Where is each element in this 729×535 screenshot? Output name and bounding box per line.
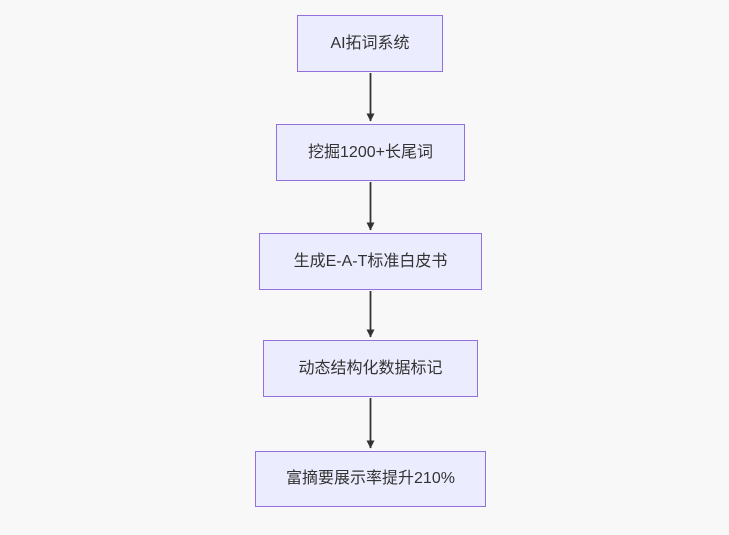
flow-node-rich-snippet-result: 富摘要展示率提升210% [255,451,486,507]
flow-node-longtail-mining: 挖掘1200+长尾词 [276,124,465,181]
node-label: 生成E-A-T标准白皮书 [293,252,448,270]
flow-node-ai-expansion-system: AI拓词系统 [297,15,443,72]
node-label: AI拓词系统 [330,34,410,52]
flow-node-eat-whitepaper: 生成E-A-T标准白皮书 [259,233,482,290]
node-label: 动态结构化数据标记 [298,359,443,377]
node-label: 挖掘1200+长尾词 [308,143,433,161]
flow-node-structured-data-markup: 动态结构化数据标记 [263,340,478,397]
node-label: 富摘要展示率提升210% [286,470,455,488]
